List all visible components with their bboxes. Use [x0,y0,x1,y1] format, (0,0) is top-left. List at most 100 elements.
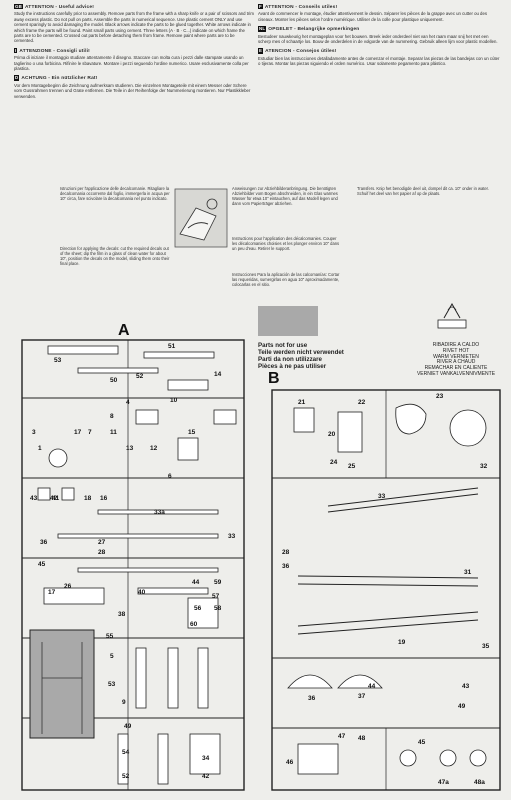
sprue-a-part-number: 54 [122,749,130,756]
legend-line: VERNIET VANKALVENNIVMENTE [416,370,496,377]
sprue-b-part-number: 47 [338,733,346,740]
decal-instructions-nl: Transfers. Knip het benodigde deel uit, … [357,186,489,197]
sprue-a-part-number: 53 [108,681,116,688]
sprue-a-part-number: 5 [110,653,114,660]
sprue-a-part-number: 4 [126,399,130,406]
sprue-a-part-number: 59 [214,579,222,586]
decal-instructions-de: Anweisungen zur Abziehbilderanbringung. … [232,186,338,207]
sprue-a-part-number: 15 [188,429,196,436]
sprue-b-part-number: 28 [282,549,290,556]
sprue-a-part-number: 57 [212,593,220,600]
sprue-a-part-number: 38 [118,611,126,618]
sprue-a-part-number: 26 [64,583,72,590]
sprue-b-part-number: 46 [286,759,294,766]
sprue-a-part-number: 34 [202,755,210,762]
sprue-b-part-number: 49 [458,703,466,710]
sprue-b-part-number: 45 [418,739,426,746]
decal-illustration-icon [174,188,228,248]
decal-instructions-gb: Direction for applying the decals: cut t… [60,246,170,267]
sprue-a-part-number: 8 [110,413,114,420]
sprue-b-part-number: 37 [358,693,366,700]
sprue-a-part-number: 18 [84,495,92,502]
sprue-a-part-number: 1 [38,445,42,452]
legend-line: Pièces à ne pas utiliser [258,363,327,370]
sprue-a-part-number: 17 [48,589,56,596]
rivet-hot-legend: RIBADIRE A CALDO RIVET HOT WARM VERNIETE… [402,342,510,378]
legend-line: RIBADIRE A CALDO [432,342,480,348]
sprue-a-part-number: 9 [122,699,126,706]
sprue-b-part-number: 33 [378,493,386,500]
sprue-a-part-number: 10 [170,397,178,404]
sprue-b-part-number: 25 [348,463,356,470]
sprue-a-part-number: 40 [138,589,146,596]
sprue-a-part-number: 50 [110,377,118,384]
sprue-b-part-number: 24 [330,459,338,466]
parts-not-used-legend: Parts not for use Teile werden nicht ver… [258,342,368,370]
sprue-b-part-number: 19 [398,639,406,646]
legend-line: Teile werden nicht verwendet [258,349,344,356]
sprue-a-part-number: 56 [194,605,202,612]
parts-not-used-swatch [258,306,318,336]
sprue-a-part-number: 7 [88,429,92,436]
sprue-b-part-number: 47a [438,779,449,786]
sprue-a-part-number: 17 [74,429,82,436]
sprue-b-part-number: 32 [480,463,488,470]
sprue-b-part-number: 22 [358,399,366,406]
sprue-b-part-number: 36 [282,563,290,570]
legend-line: WARM VERNIETEN [433,353,479,360]
legend-line: REMACHAR EN CALIENTE [424,365,488,372]
sprue-a-part-number: 60 [190,621,198,628]
sprue-a-part-number: 45 [38,561,46,568]
sprue-a-part-number: 16 [100,495,108,502]
legend-line: RIVET HOT [442,347,470,354]
sprue-a-part-number: 14 [214,371,222,378]
sprue-a-part-number: 13 [126,445,134,452]
sprue-a-part-number: 52 [136,373,144,380]
sprue-a-part-number: 49 [124,723,132,730]
section-body: Avant de commencer le montage, étudier a… [258,11,487,22]
sprue-a-part-number: 41 [52,495,60,502]
sprue-b-drawing [271,389,501,791]
sprue-a-label: A [118,322,130,339]
sprue-a-part-number: 58 [214,605,222,612]
sprue-a-part-number: 52 [122,773,130,780]
sprue-b-part-number: 43 [462,683,470,690]
sprue-a-part-number: 42 [50,495,58,502]
sprue-a-drawing [21,339,245,791]
sprue-a-part-number: 53 [54,357,62,364]
sprue-a-part-number: 36 [40,539,48,546]
sprue-a-part-number: 55 [106,633,114,640]
sprue-a-frame [18,338,248,794]
sprue-a-part-number: 33 [228,533,236,540]
sprue-a-part-number: 3 [32,429,36,436]
sprue-a-part-number: 27 [98,539,106,546]
sprue-a-part-number: 51 [168,343,176,350]
sprue-a-part-number: 44 [192,579,200,586]
sprue-a-part-number: 11 [110,429,117,436]
section-body: Study the instructions carefully prior t… [14,11,254,44]
sprue-b-part-number: 23 [436,393,444,400]
decal-instructions-fr: Instructions pour l'application des déca… [232,236,340,252]
sprue-b-part-number: 48a [474,779,485,786]
sprue-b-frame [268,388,504,794]
sprue-a-part-number: 6 [168,473,172,480]
legend-line: Parts not for use [258,342,308,349]
section-body: Vor dem Montagebeginn die Zeichnung aufm… [14,82,251,99]
section-body: Estudiar bien las instrucciones detallad… [258,55,500,67]
sprue-a-part-number: 12 [150,445,158,452]
